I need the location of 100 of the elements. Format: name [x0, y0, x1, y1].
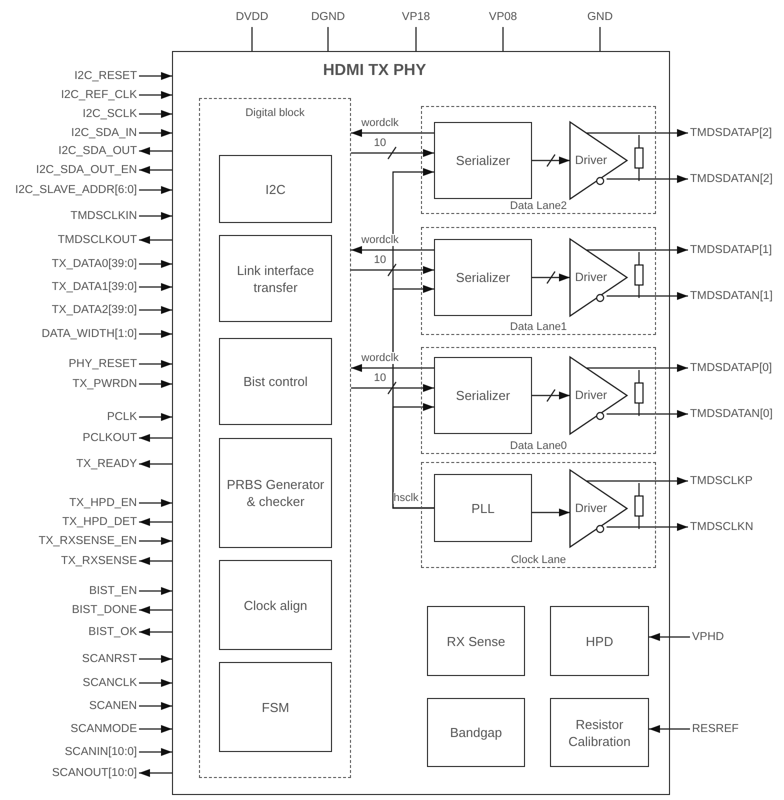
edge-label: hsclk	[393, 492, 419, 504]
driver-label: Driver	[575, 152, 607, 168]
signal-arrow	[139, 460, 172, 468]
signal-arrow	[586, 246, 688, 254]
signal-arrow	[606, 523, 688, 531]
pin-label: DVDD	[236, 9, 268, 25]
box-label: PLL	[470, 500, 496, 516]
box-label: Bist control	[242, 373, 309, 390]
function-box	[550, 606, 649, 676]
pin-label: BIST_OK	[88, 624, 137, 640]
group-label: Clock Lane	[510, 554, 568, 566]
signal-arrow	[532, 156, 570, 164]
pin-label: TMDSCLKN	[690, 519, 754, 535]
signal-arrow	[139, 360, 172, 368]
pin-label: SCANRST	[82, 651, 137, 667]
pin-label: TMDSDATAP[1]	[690, 242, 772, 258]
function-box	[427, 606, 525, 676]
edge-label: wordclk	[361, 352, 399, 364]
signal-arrow	[139, 166, 172, 174]
pin-label: I2C_RESET	[74, 68, 137, 84]
box-label: Clock align	[242, 596, 308, 614]
signal-arrow	[139, 702, 172, 710]
signal-arrow	[139, 606, 172, 614]
pin-label: GND	[587, 9, 613, 25]
edge-label: wordclk	[361, 117, 399, 129]
signal-arrow	[532, 392, 570, 400]
group-label: Digital block	[244, 107, 306, 119]
signal-arrow	[139, 748, 172, 756]
signal-arrow	[139, 628, 172, 636]
pin-label: TX_READY	[76, 456, 137, 472]
signal-arrow	[606, 292, 688, 300]
signal-arrow	[139, 499, 172, 507]
pin-label: TX_DATA0[39:0]	[52, 256, 137, 272]
signal-arrow	[139, 306, 172, 314]
edge-label: 10	[374, 137, 386, 149]
signal-arrow	[586, 477, 688, 485]
pin-label: PHY_RESET	[68, 356, 137, 372]
pin-label: I2C_SDA_OUT	[58, 143, 137, 159]
power-line	[502, 27, 504, 51]
signal-arrow	[351, 266, 434, 274]
signal-arrow	[139, 129, 172, 137]
box-label: I2C	[264, 180, 287, 198]
pin-label: TMDSDATAN[1]	[690, 288, 773, 304]
signal-arrow	[139, 260, 172, 268]
pin-label: TX_PWRDN	[72, 376, 137, 392]
signal-arrow	[649, 633, 690, 641]
signal-arrow	[139, 91, 172, 99]
signal-arrow	[139, 212, 172, 220]
box-label: Resistor Calibration	[567, 716, 632, 750]
driver-label: Driver	[575, 269, 607, 285]
pin-label: TX_DATA2[39:0]	[52, 302, 137, 318]
driver-triangle	[570, 470, 627, 547]
pin-label: TMDSDATAP[2]	[690, 125, 772, 141]
box-label: RX Sense	[446, 632, 506, 650]
signal-arrow	[139, 72, 172, 80]
signal-arrow	[139, 413, 172, 421]
pin-label: TMDSDATAN[0]	[690, 406, 773, 422]
signal-arrow	[139, 537, 172, 545]
driver-triangle	[570, 122, 627, 199]
pin-label: TX_DATA1[39:0]	[52, 279, 137, 295]
dashed-group	[421, 227, 656, 335]
signal-arrow	[351, 384, 434, 392]
dashed-group	[421, 462, 656, 568]
pin-label: SCANIN[10:0]	[64, 744, 137, 760]
dashed-group	[421, 106, 656, 214]
function-box	[550, 698, 649, 767]
power-line	[327, 27, 329, 51]
box-label: HPD	[584, 632, 614, 650]
pin-label: TX_HPD_EN	[69, 495, 137, 511]
signal-arrow	[139, 283, 172, 291]
signal-arrow	[351, 364, 434, 372]
function-box	[434, 239, 532, 316]
power-line	[251, 27, 253, 51]
driver-label: Driver	[575, 500, 607, 516]
signal-arrow	[586, 129, 688, 137]
signal-arrow	[139, 769, 172, 777]
pin-label: TX_HPD_DET	[62, 514, 137, 530]
pin-label: SCANCLK	[82, 675, 137, 691]
signal-arrow	[139, 380, 172, 388]
pin-label: I2C_SDA_OUT_EN	[36, 162, 137, 178]
function-box	[434, 122, 532, 199]
signal-arrow	[139, 147, 172, 155]
signal-arrow	[392, 403, 434, 509]
dashed-group	[421, 347, 656, 454]
edge-label: wordclk	[361, 234, 399, 246]
signal-arrow	[351, 149, 434, 157]
pin-label: SCANOUT[10:0]	[52, 765, 137, 781]
pin-label: I2C_SCLK	[82, 106, 137, 122]
function-box	[219, 235, 332, 322]
pin-label: VP08	[488, 9, 518, 25]
signal-arrow	[139, 186, 172, 194]
box-label: Serializer	[454, 387, 512, 404]
pin-label: TMDSDATAP[0]	[690, 360, 772, 376]
signal-arrow	[139, 587, 172, 595]
function-box	[434, 474, 532, 542]
box-label: Link interface transfer	[236, 262, 316, 296]
box-label: Serializer	[454, 152, 512, 169]
power-line	[599, 27, 601, 51]
dashed-group	[199, 98, 351, 778]
group-label: Data Lane0	[509, 440, 568, 452]
